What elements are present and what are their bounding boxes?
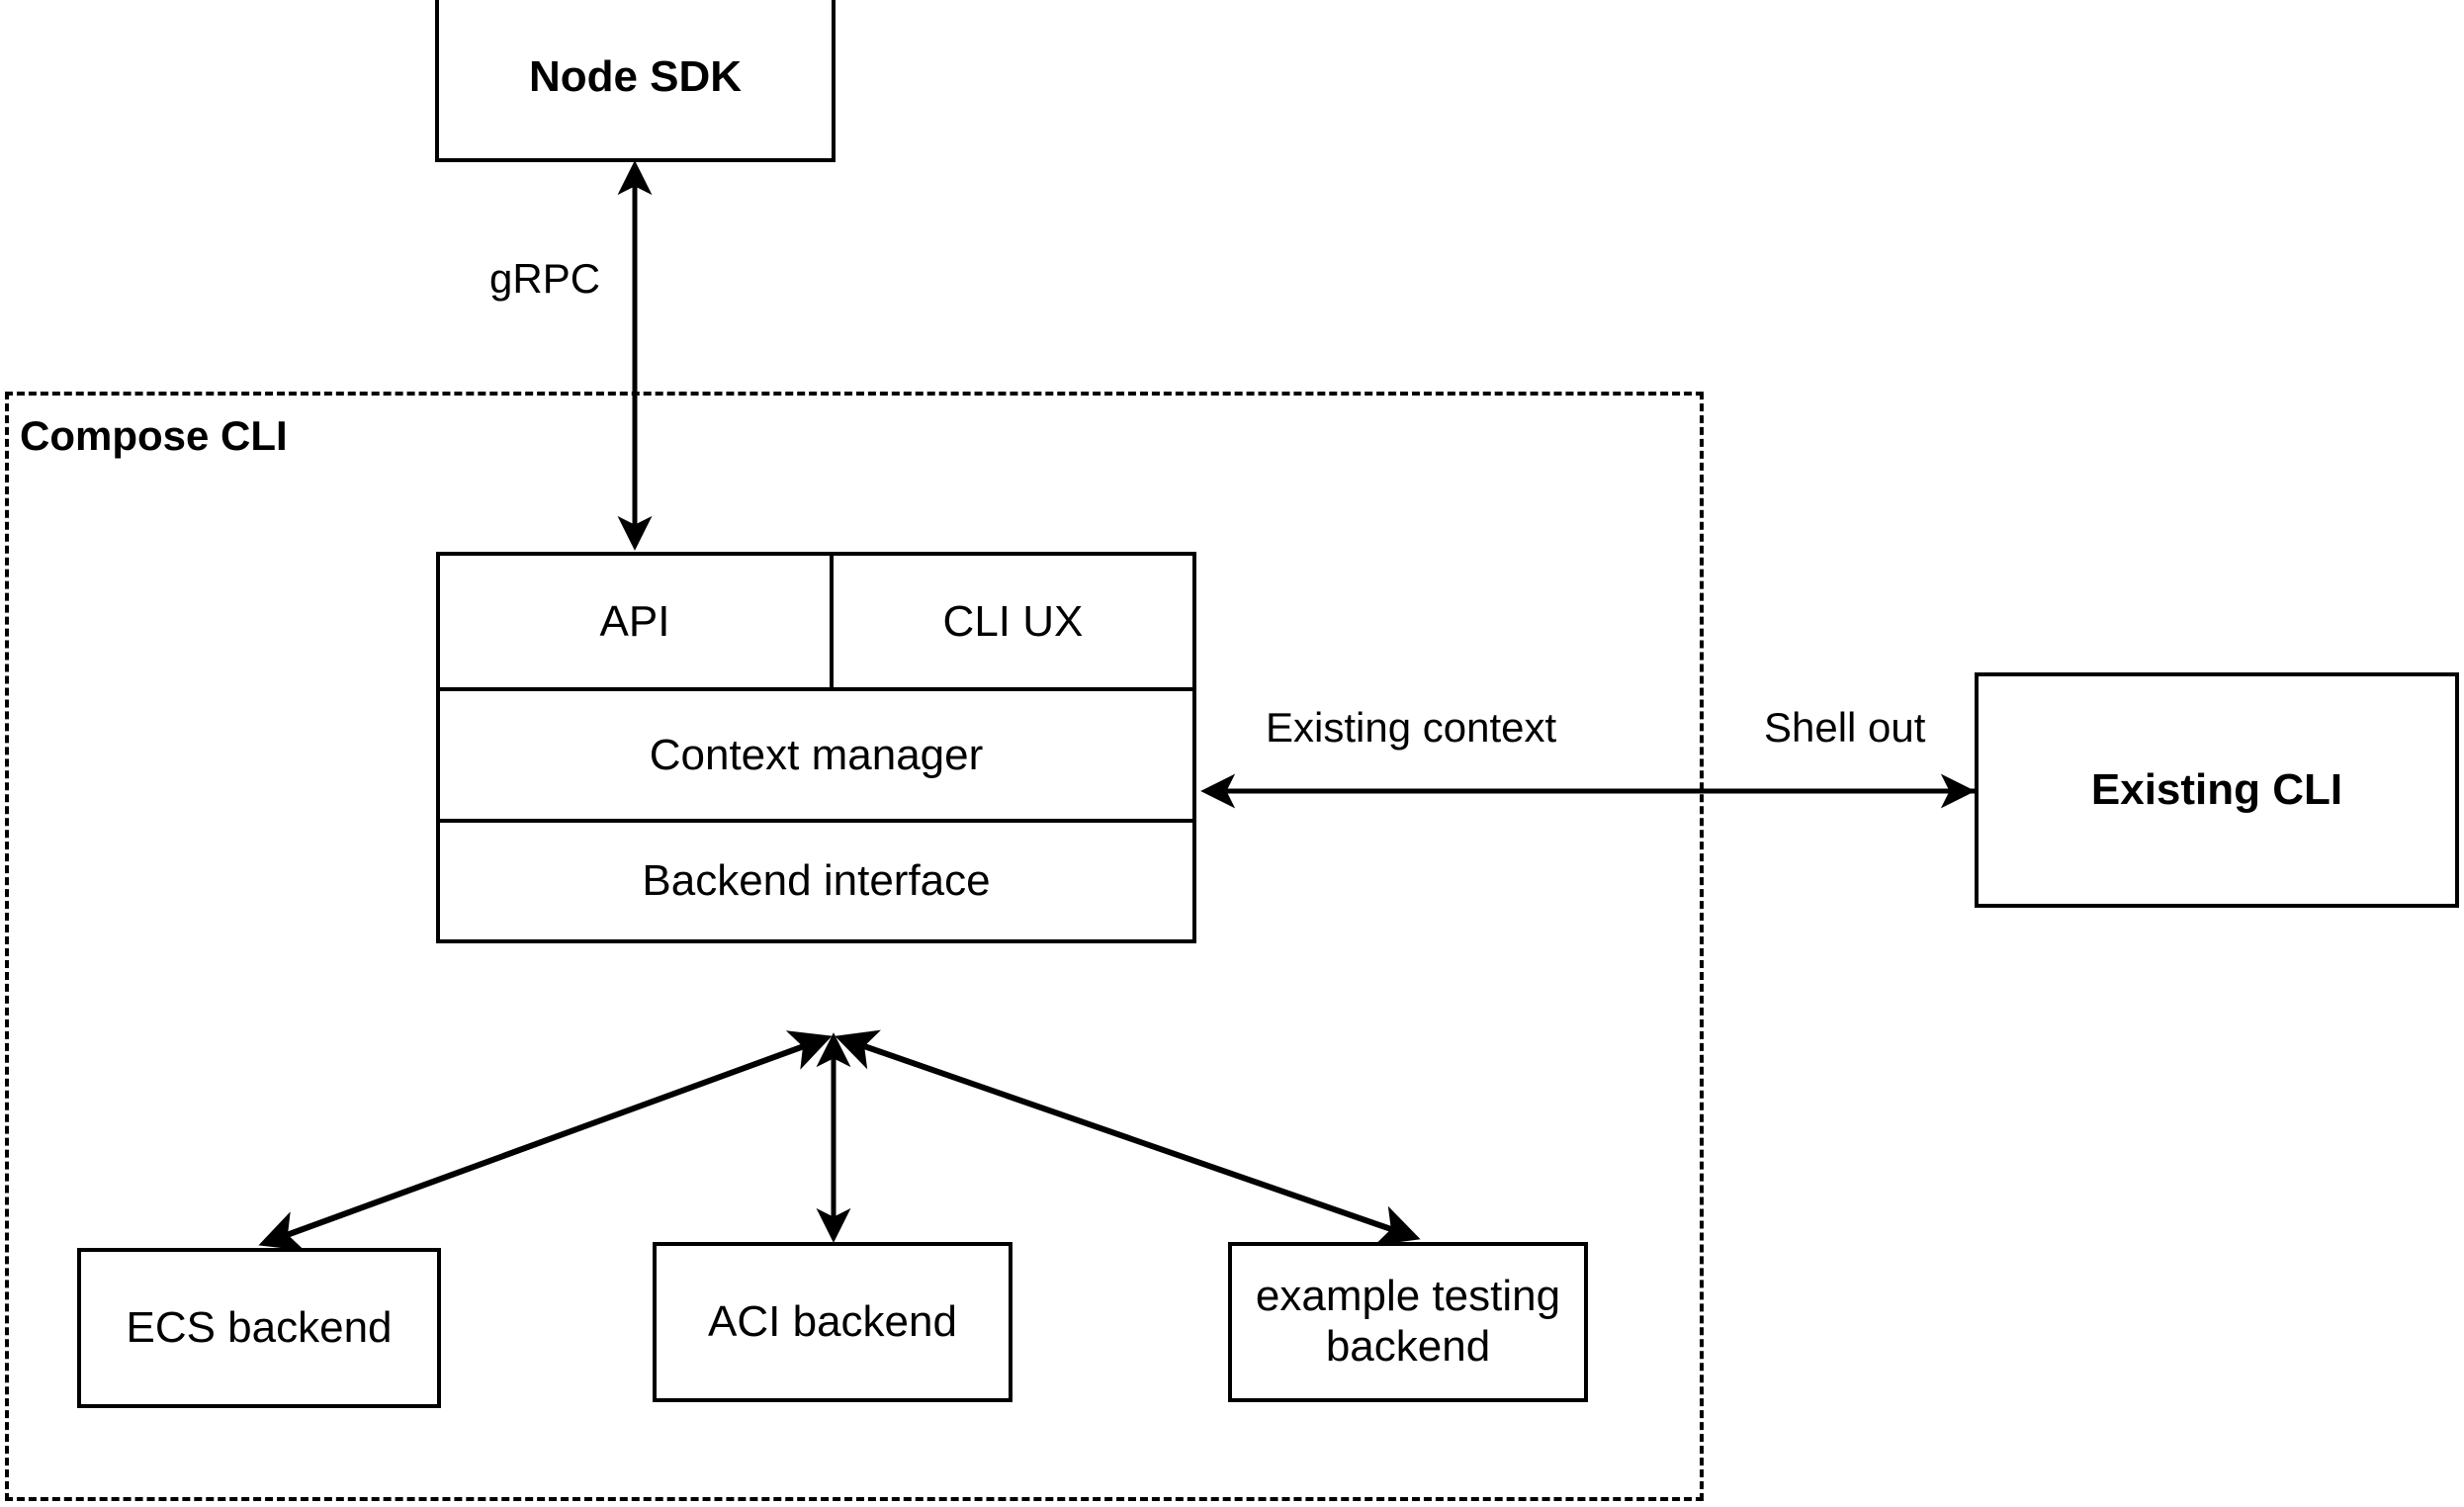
- stack-row-context-manager: Context manager: [440, 691, 1192, 823]
- stack-cell-context-manager-label: Context manager: [649, 730, 984, 779]
- node-ecs-backend[interactable]: ECS backend: [77, 1248, 441, 1408]
- stack-cell-api-label: API: [599, 596, 670, 646]
- edge-label-shell-out: Shell out: [1758, 704, 1932, 752]
- node-existing-cli[interactable]: Existing CLI: [1975, 672, 2459, 908]
- stack-cell-cli-ux[interactable]: CLI UX: [834, 556, 1192, 687]
- node-example-testing-backend-label: example testing backend: [1255, 1272, 1561, 1371]
- group-compose-cli-label: Compose CLI: [20, 412, 288, 459]
- edge-label-existing-context: Existing context: [1260, 704, 1563, 752]
- node-node-sdk[interactable]: Node SDK: [435, 0, 836, 162]
- node-aci-backend[interactable]: ACI backend: [653, 1242, 1012, 1402]
- node-example-testing-backend[interactable]: example testing backend: [1228, 1242, 1588, 1402]
- stack-cell-cli-ux-label: CLI UX: [942, 596, 1084, 646]
- stack-cell-context-manager[interactable]: Context manager: [440, 691, 1192, 819]
- compose-cli-stack: API CLI UX Context manager Backend inter…: [436, 552, 1196, 943]
- stack-cell-backend-interface-label: Backend interface: [642, 856, 991, 905]
- node-existing-cli-label: Existing CLI: [2090, 764, 2343, 814]
- group-compose-cli: [5, 392, 1704, 1501]
- node-ecs-backend-label: ECS backend: [126, 1302, 393, 1352]
- stack-row-top: API CLI UX: [440, 556, 1192, 691]
- node-node-sdk-label: Node SDK: [528, 51, 743, 101]
- stack-row-backend-interface: Backend interface: [440, 823, 1192, 939]
- stack-cell-api[interactable]: API: [440, 556, 834, 687]
- node-aci-backend-label: ACI backend: [708, 1296, 957, 1346]
- edge-label-grpc: gRPC: [484, 255, 607, 303]
- stack-cell-backend-interface[interactable]: Backend interface: [440, 823, 1192, 939]
